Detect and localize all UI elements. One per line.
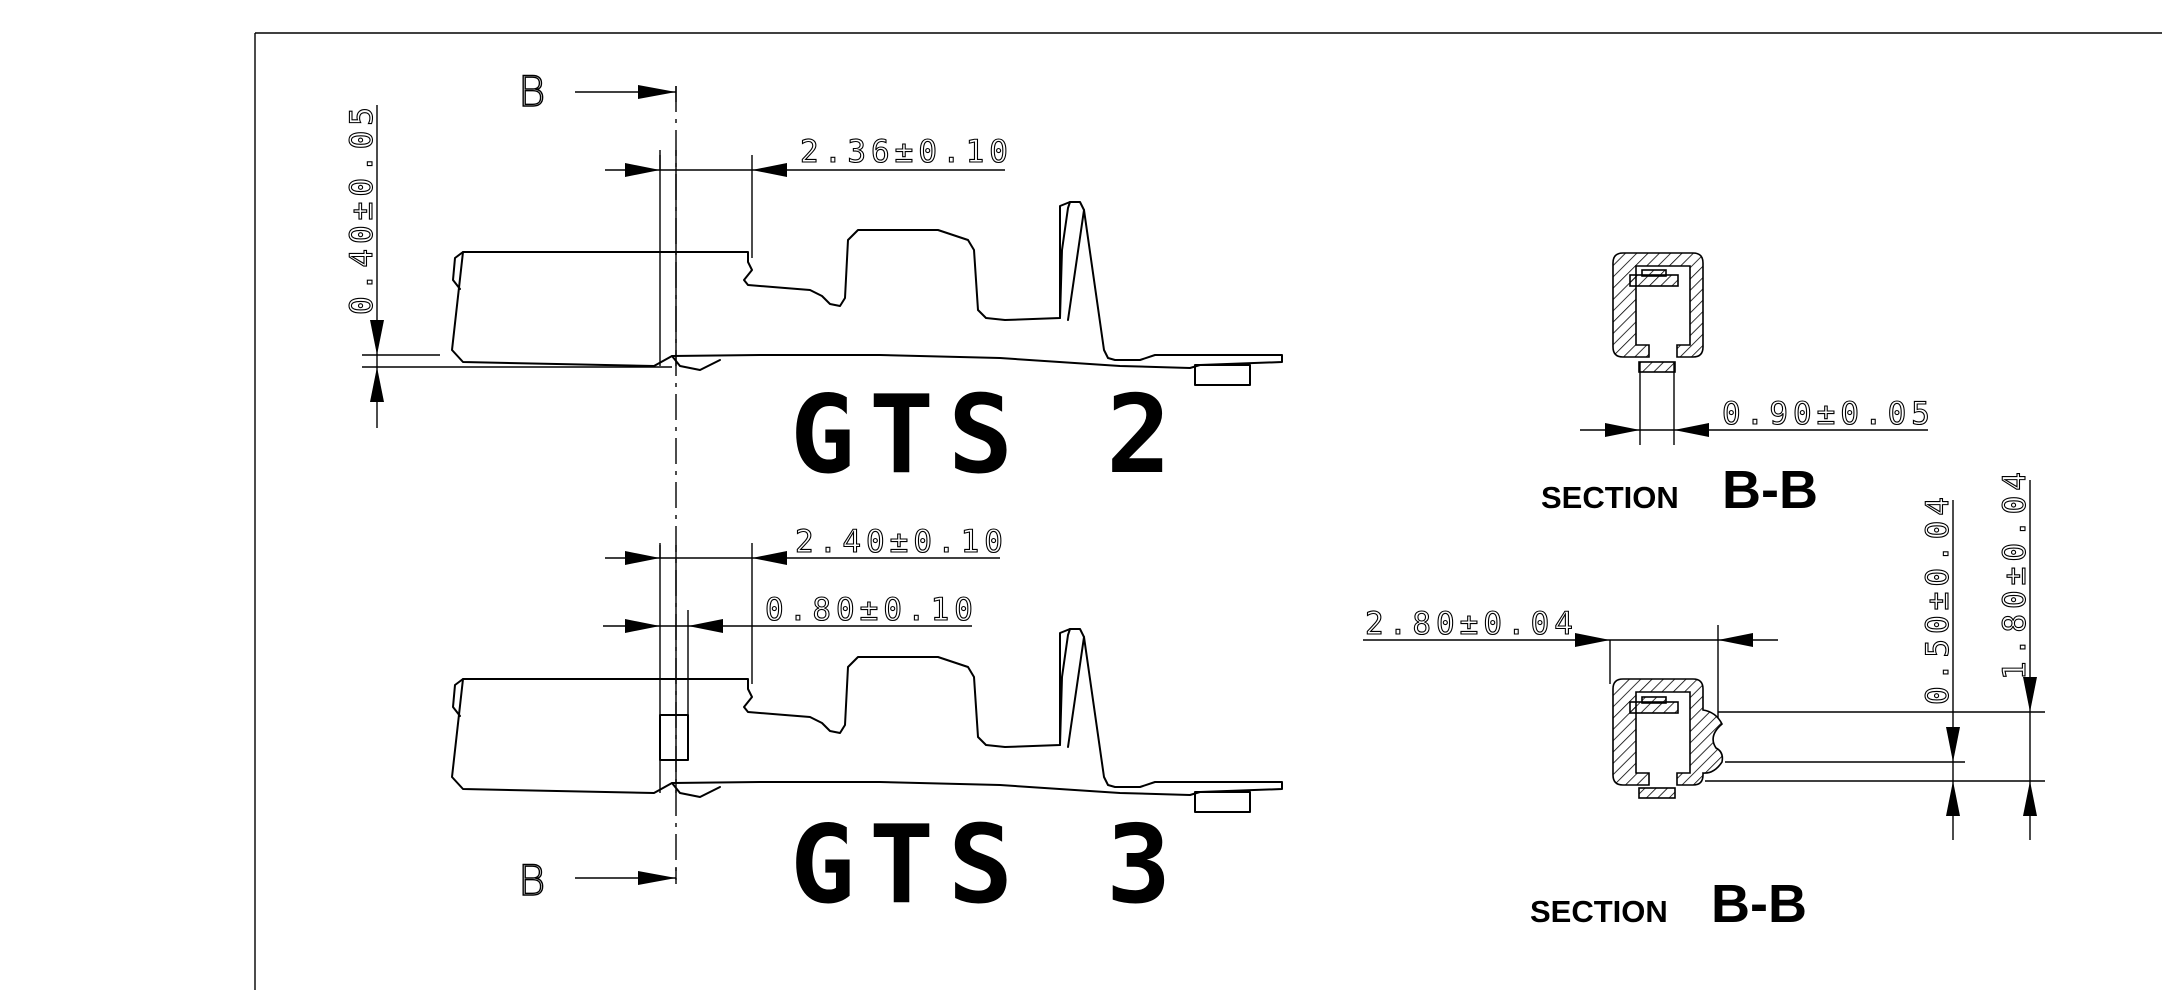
dim-label-gts3-offset: 2.40±0.10 bbox=[795, 524, 1008, 560]
section-marker-bottom: B bbox=[518, 856, 546, 905]
dim-gts2-offset bbox=[605, 155, 1005, 258]
dim-label-section2-height-b: 1.80±0.04 bbox=[1997, 467, 2033, 680]
part-label-gts2: GTS 2 bbox=[790, 373, 1185, 498]
section1-title-name: B-B bbox=[1722, 460, 1818, 520]
dim-section2-heights bbox=[1705, 480, 2045, 840]
dim-gts2-vertical bbox=[362, 105, 672, 428]
dim-label-gts3-slot: 0.80±0.10 bbox=[765, 592, 978, 628]
section-cut-line bbox=[575, 85, 677, 885]
dim-gts3-slot bbox=[603, 619, 972, 633]
part-label-gts3: GTS 3 bbox=[790, 803, 1185, 928]
section2-title-name: B-B bbox=[1711, 874, 1807, 934]
section1-title-prefix: SECTION bbox=[1541, 480, 1679, 515]
gts3-terminal-profile bbox=[451, 545, 1283, 813]
dim-label-gts2-vertical: 0.40±0.05 bbox=[344, 102, 380, 315]
dim-gts3-offset bbox=[605, 543, 1000, 684]
section1-cross-section bbox=[1612, 252, 1704, 373]
section2-title-prefix: SECTION bbox=[1530, 894, 1668, 929]
dim-label-section2-height-a: 0.50±0.04 bbox=[1920, 492, 1956, 705]
dim-label-section2-width: 2.80±0.04 bbox=[1365, 606, 1578, 642]
dim-label-gts2-offset: 2.36±0.10 bbox=[800, 134, 1013, 170]
dim-section2-width bbox=[1363, 625, 1778, 718]
section-marker-top: B bbox=[518, 67, 546, 116]
drawing-frame bbox=[254, 32, 2162, 990]
section2-cross-section bbox=[1612, 678, 1724, 799]
dim-section1-width bbox=[1580, 362, 1928, 445]
dim-label-section1-width: 0.90±0.05 bbox=[1722, 396, 1935, 432]
gts2-terminal-profile bbox=[451, 150, 1283, 386]
